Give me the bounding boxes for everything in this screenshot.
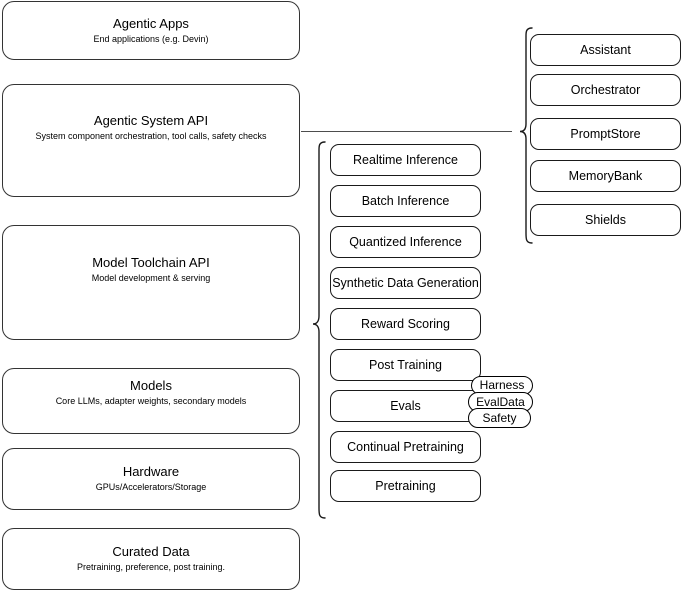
chip-label: Continual Pretraining (347, 440, 464, 454)
layer-title: Agentic System API (93, 112, 209, 128)
chip-label: Realtime Inference (353, 153, 458, 167)
layer-title: Hardware (122, 464, 180, 479)
chip-shields[interactable]: Shields (530, 204, 681, 236)
chip-promptstore[interactable]: PromptStore (530, 118, 681, 150)
chip-label: Batch Inference (361, 194, 450, 208)
layer-box-hardware[interactable]: Hardware GPUs/Accelerators/Storage (2, 448, 300, 510)
chip-quantized-inference[interactable]: Quantized Inference (330, 226, 481, 258)
chip-label: Assistant (580, 43, 631, 57)
chip-continual-pretraining[interactable]: Continual Pretraining (330, 431, 481, 463)
pill-label: Safety (482, 410, 517, 425)
layer-title: Model Toolchain API (92, 254, 210, 270)
chip-realtime-inference[interactable]: Realtime Inference (330, 144, 481, 176)
chip-post-training[interactable]: Post Training (330, 349, 481, 381)
chip-label: Shields (585, 213, 626, 227)
layer-box-models[interactable]: Models Core LLMs, adapter weights, secon… (2, 368, 300, 434)
layer-title: Agentic Apps (113, 15, 189, 31)
layer-subtitle: Pretraining, preference, post training. (76, 562, 226, 572)
chip-pretraining[interactable]: Pretraining (330, 470, 481, 502)
layer-subtitle: GPUs/Accelerators/Storage (95, 482, 207, 492)
layer-box-agentic-apps[interactable]: Agentic Apps End applications (e.g. Devi… (2, 1, 300, 60)
chip-label: Quantized Inference (349, 235, 462, 249)
chip-assistant[interactable]: Assistant (530, 34, 681, 66)
chip-reward-scoring[interactable]: Reward Scoring (330, 308, 481, 340)
chip-evals[interactable]: Evals (330, 390, 481, 422)
layer-title: Models (130, 378, 172, 393)
layer-box-agentic-system-api[interactable]: Agentic System API System component orch… (2, 84, 300, 197)
layer-subtitle: End applications (e.g. Devin) (93, 33, 209, 44)
pill-evaldata[interactable]: EvalData (468, 392, 533, 412)
chip-label: MemoryBank (568, 169, 643, 183)
layer-box-model-toolchain-api[interactable]: Model Toolchain API Model development & … (2, 225, 300, 340)
pill-label: EvalData (476, 394, 525, 409)
chip-orchestrator[interactable]: Orchestrator (530, 74, 681, 106)
chip-label: Post Training (369, 358, 442, 372)
pill-label: Harness (479, 378, 525, 392)
chip-synthetic-data-generation[interactable]: Synthetic Data Generation (330, 267, 481, 299)
pill-safety[interactable]: Safety (468, 408, 531, 428)
chip-label: Pretraining (375, 479, 436, 493)
chip-label: Reward Scoring (361, 317, 450, 331)
chip-label: PromptStore (570, 127, 641, 141)
chip-memorybank[interactable]: MemoryBank (530, 160, 681, 192)
layer-title: Curated Data (112, 544, 190, 559)
layer-subtitle: Core LLMs, adapter weights, secondary mo… (55, 396, 247, 406)
chip-batch-inference[interactable]: Batch Inference (330, 185, 481, 217)
pill-harness[interactable]: Harness (471, 376, 533, 395)
chip-label: Orchestrator (570, 83, 641, 97)
layer-subtitle: Model development & serving (91, 272, 211, 283)
connector-agentic-system-to-right-bracket (301, 131, 512, 132)
chip-label: Synthetic Data Generation (332, 276, 479, 290)
bracket-middle-column (300, 140, 326, 520)
layer-box-curated-data[interactable]: Curated Data Pretraining, preference, po… (2, 528, 300, 590)
layer-subtitle: System component orchestration, tool cal… (35, 130, 267, 141)
chip-label: Evals (390, 399, 421, 413)
